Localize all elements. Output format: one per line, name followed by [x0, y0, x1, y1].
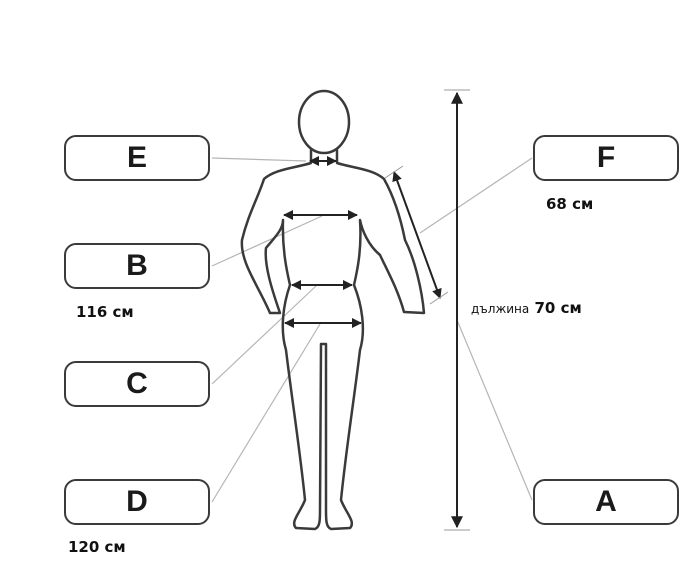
leader-line-c [211, 285, 317, 385]
label-box-a: A [533, 479, 679, 525]
body-outline [240, 148, 426, 531]
label-f-text: F [596, 141, 616, 174]
label-box-e: E [64, 135, 210, 181]
label-d-text: D [126, 485, 148, 518]
leader-line-e [211, 157, 307, 162]
label-e-text: E [126, 141, 147, 174]
measurement-length: дължина 70 см [471, 299, 582, 317]
leader-line-a [456, 319, 533, 501]
leader-lines [211, 157, 533, 503]
measurement-arrows [283, 89, 470, 531]
sleeve-tick-bottom [429, 291, 449, 305]
sleeve-tick-top [384, 165, 404, 179]
label-a-text: A [595, 485, 617, 518]
head [297, 89, 351, 155]
arrow-f-sleeve [392, 171, 442, 299]
label-b-text: B [126, 249, 148, 282]
measurement-f: 68 см [546, 195, 594, 213]
label-box-d: D [64, 479, 210, 525]
label-box-f: F [533, 135, 679, 181]
leader-line-b [211, 215, 323, 267]
label-box-c: C [64, 361, 210, 407]
measurement-d: 120 см [68, 538, 126, 556]
leader-line-d [211, 323, 321, 503]
label-c-text: C [126, 367, 148, 400]
measurement-b: 116 см [76, 303, 134, 321]
leader-line-f [419, 157, 533, 234]
body-silhouette [240, 89, 426, 531]
measurement-length-word: дължина [471, 302, 530, 316]
measurement-length-value: 70 см [534, 299, 582, 317]
label-box-b: B [64, 243, 210, 289]
